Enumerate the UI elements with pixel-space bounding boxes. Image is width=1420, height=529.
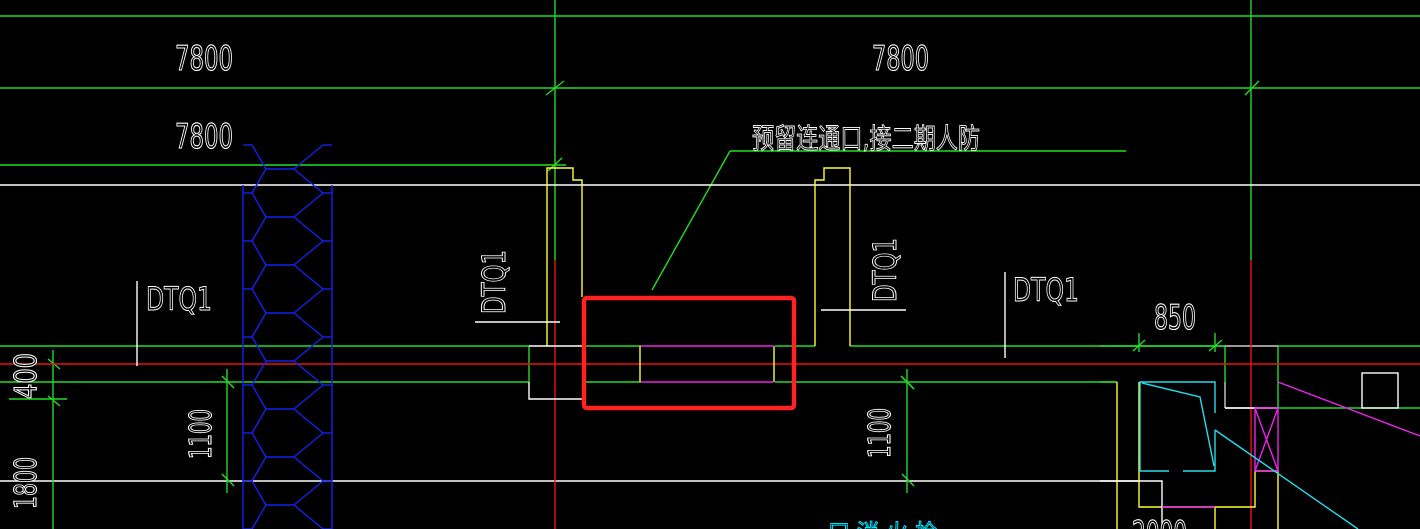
white-outline-lines [0,184,1420,482]
dim-left-400: 400 [9,353,44,399]
dim-center-1100: 1100 [863,408,898,458]
dim-second-left-7800: 7800 [175,117,233,157]
wall-label-dtq1-rotated-left: DTQ1 [475,250,513,314]
cyan-equipment [1139,381,1359,529]
reserved-opening [641,345,1420,508]
wall-outlines [546,167,1279,529]
dim-left-1100: 1100 [184,409,219,459]
dim-left-1800: 1800 [9,457,44,509]
leader-note-text: 预留连通口,接二期人防 [752,122,980,155]
dim-top-left-7800: 7800 [175,39,233,79]
white-detail-lines [528,345,1399,529]
dim-top-right-7800: 7800 [872,39,929,79]
dimension-lines [0,0,1420,291]
dim-bottom-2000: 2000 [1132,514,1187,529]
wall-label-dtq1-rotated-right: DTQ1 [866,238,904,302]
wall-label-dtq1-left: DTQ1 [146,280,212,318]
center-lines [0,260,1420,529]
highlight-box[interactable] [581,295,797,411]
hatch-column [242,144,333,529]
dim-right-850: 850 [1154,298,1196,338]
bottom-partial-equipment-label: 口 消 火 栓 [828,521,937,529]
wall-label-dtq1-right: DTQ1 [1013,271,1079,309]
